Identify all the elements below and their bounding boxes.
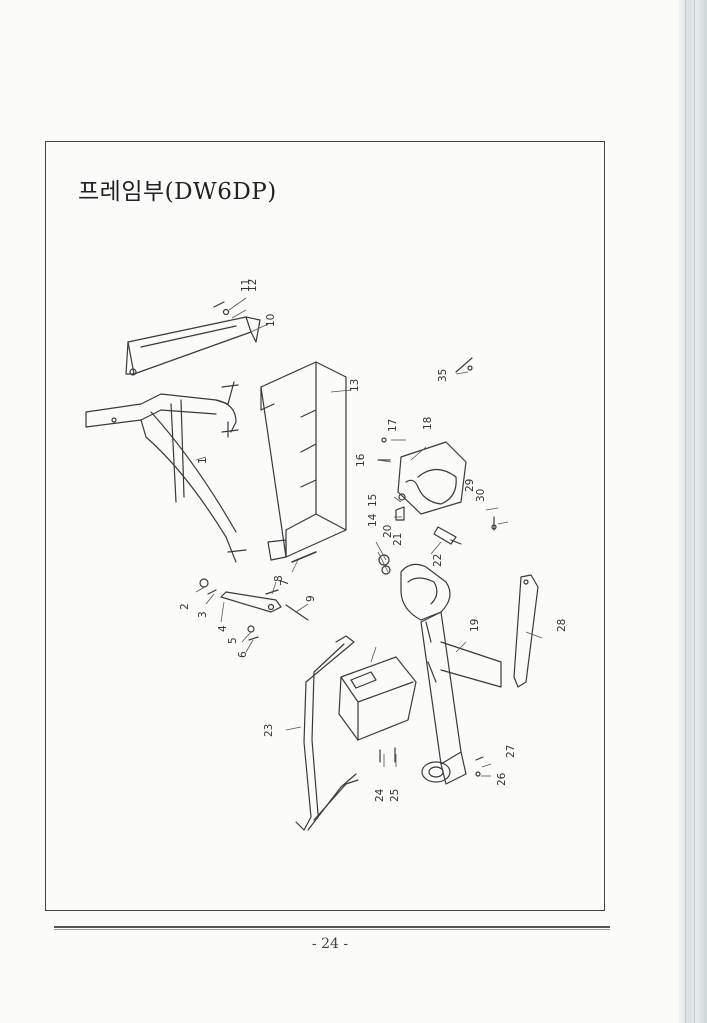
part-11-bolt [213,301,225,308]
svg-text:30: 30 [475,489,487,502]
svg-text:14: 14 [367,513,379,527]
part-35-bolt [455,357,473,373]
svg-text:22: 22 [432,554,444,567]
svg-text:10: 10 [265,314,277,327]
part-35-head [467,365,473,371]
diagram-frame [45,141,605,911]
part-28-bar [513,574,539,688]
part-7-rod [291,551,317,563]
svg-text:29: 29 [464,479,476,492]
svg-text:9: 9 [305,595,317,602]
footer-rule [54,926,610,928]
part-14-block [395,506,405,521]
svg-text:15: 15 [367,494,379,507]
part-27-bolt [475,756,484,761]
part-5-washer [247,625,255,633]
svg-text:11: 11 [240,279,252,292]
part-29-30-fastener [491,516,497,531]
battery-box [338,656,417,741]
part-19-rear-axle [400,563,502,785]
svg-text:5: 5 [227,637,239,644]
svg-text:23: 23 [263,724,275,737]
part-15-nut [398,493,406,501]
exploded-parts-diagram: 11 12 10 1 13 17 18 16 15 14 20 21 22 29… [85,279,568,831]
svg-text:35: 35 [437,369,449,382]
svg-text:20: 20 [382,525,394,538]
part-3-pin [207,589,217,595]
part-8-bolt [265,589,279,595]
part-22-bolt [433,526,462,545]
svg-text:26: 26 [496,772,508,786]
svg-text:12: 12 [247,279,259,292]
part-21-washer [381,565,391,575]
page-binding-edge [679,0,707,1023]
svg-text:21: 21 [392,533,404,546]
svg-text:28: 28 [556,619,568,632]
svg-text:24: 24 [374,788,386,802]
svg-text:4: 4 [217,625,229,632]
svg-text:3: 3 [197,611,209,618]
page-title: 프레임부(DW6DP) [78,179,277,205]
svg-text:18: 18 [422,417,434,430]
part-1-front-frame [85,381,247,563]
svg-text:17: 17 [387,419,399,432]
part-26-nut [475,771,481,777]
part-20-washer [378,554,390,566]
svg-text:6: 6 [237,651,249,658]
svg-text:25: 25 [389,789,401,802]
part-12-washer [222,308,230,316]
part-13-main-frame [260,361,347,561]
svg-text:8: 8 [273,575,285,582]
svg-text:1: 1 [197,457,209,464]
svg-text:16: 16 [355,453,367,467]
part-17-nut [381,437,387,443]
part-6-bolt [248,636,259,641]
svg-text:19: 19 [469,619,481,632]
page-number: - 24 - [311,936,349,952]
part-23-handle [295,635,359,831]
svg-text:27: 27 [505,745,517,758]
svg-text:2: 2 [179,603,191,610]
part-18-housing [397,441,467,515]
svg-text:7: 7 [279,579,291,586]
part-9-pin [285,604,309,621]
svg-text:13: 13 [349,379,361,392]
footer-rule-thin [54,929,610,930]
part-4-bracket [220,591,282,613]
part-10-upper-arm [125,316,261,376]
